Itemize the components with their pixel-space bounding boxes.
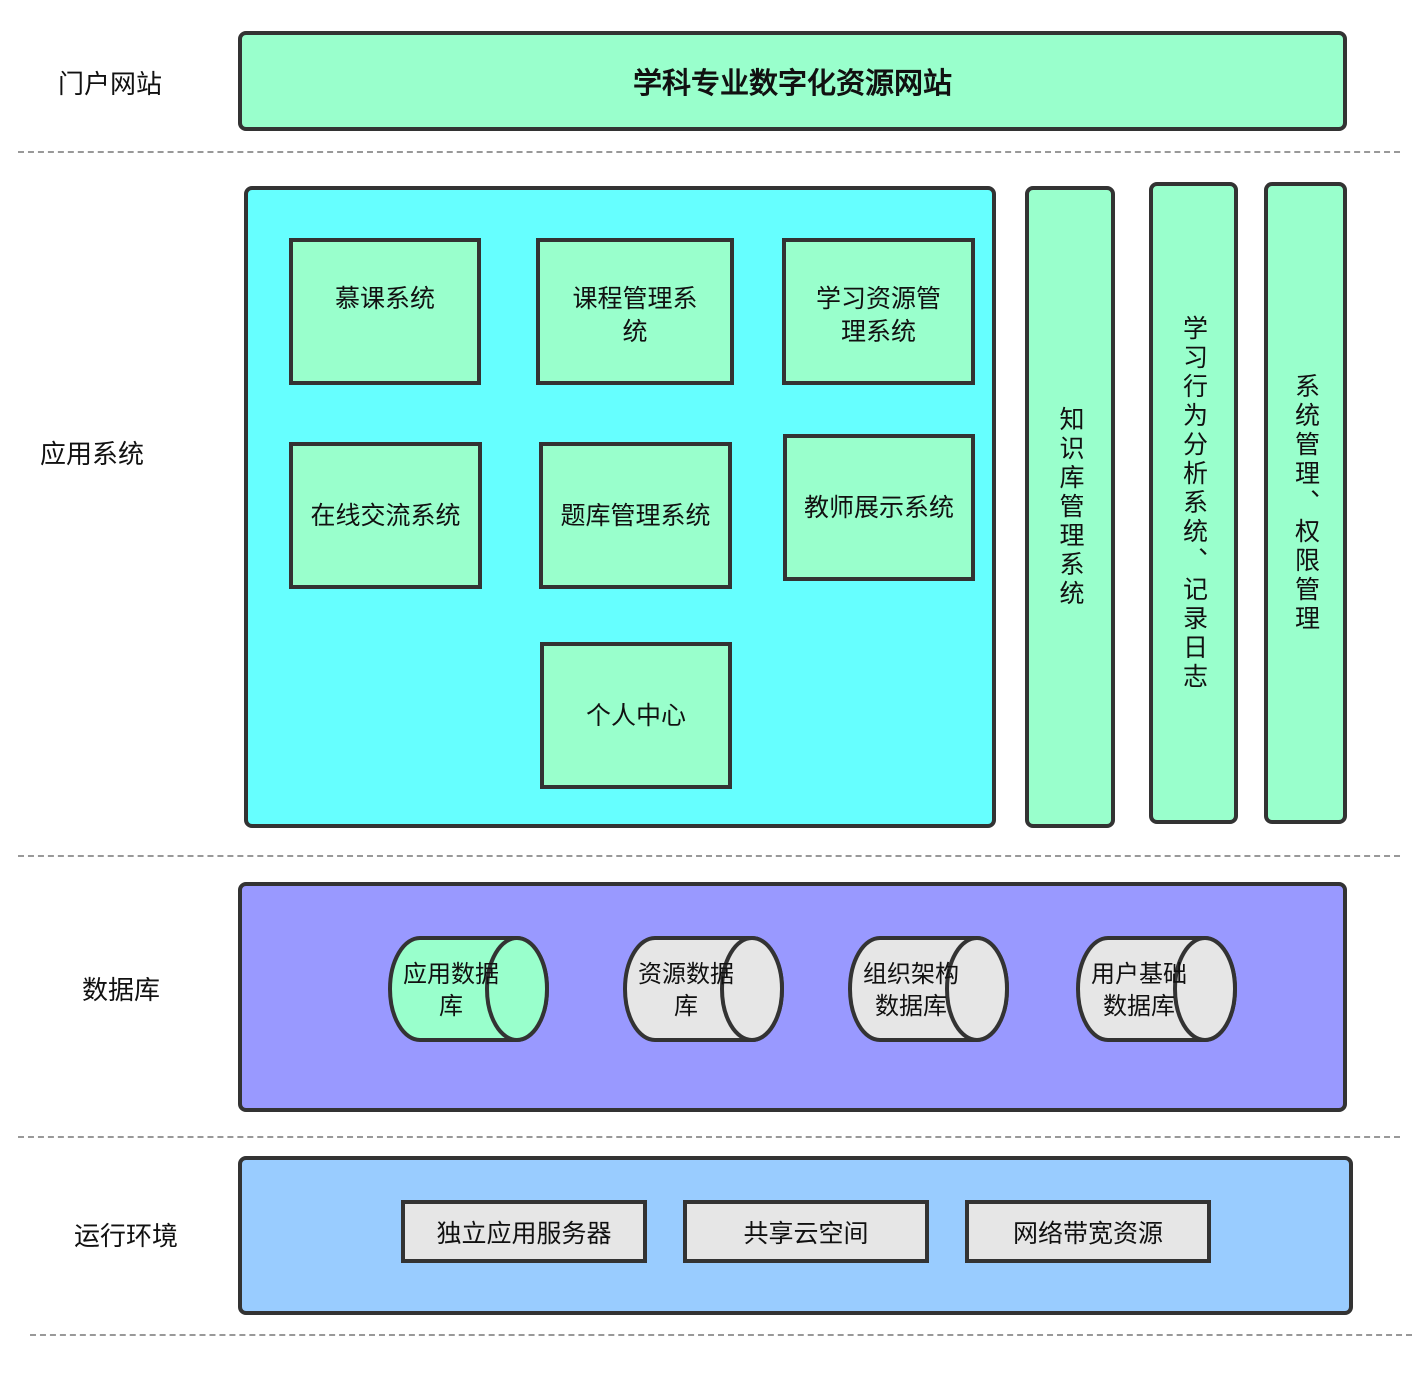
module-mooc: 慕课系统 bbox=[289, 238, 481, 385]
cylinder-cap bbox=[720, 936, 784, 1042]
runtime-item-label: 独立应用服务器 bbox=[436, 1218, 612, 1248]
divider-line bbox=[18, 855, 1400, 857]
module-question-bank: 题库管理系统 bbox=[539, 442, 732, 589]
module-label: 在线交流系统 bbox=[310, 501, 461, 530]
cylinder-cap bbox=[1173, 936, 1237, 1042]
divider-line bbox=[18, 151, 1400, 153]
module-label: 教师展示系统 bbox=[803, 493, 954, 522]
module-label: 慕课系统 bbox=[334, 284, 435, 313]
side-module-label: 学习行为分析系统、记录日志 bbox=[1179, 314, 1209, 692]
database-label: 用户基础数据库 bbox=[1091, 960, 1187, 1020]
cylinder-icon bbox=[1076, 936, 1237, 1042]
cylinder-cap bbox=[945, 936, 1009, 1042]
cylinder-icon bbox=[388, 936, 549, 1042]
database-cylinder: 用户基础数据库 bbox=[1074, 935, 1239, 1045]
runtime-item-label: 网络带宽资源 bbox=[1012, 1218, 1163, 1248]
database-label: 应用数据库 bbox=[403, 960, 499, 1020]
layer-label-database: 数据库 bbox=[82, 976, 161, 1006]
portal-panel: 学科专业数字化资源网站 bbox=[238, 31, 1347, 131]
module-label: 课程管理系统 bbox=[572, 284, 698, 346]
runtime-item-label: 共享云空间 bbox=[743, 1218, 869, 1248]
module-personal-center: 个人中心 bbox=[540, 642, 732, 789]
runtime-item: 独立应用服务器 bbox=[401, 1200, 647, 1263]
module-label: 题库管理系统 bbox=[560, 501, 711, 530]
cylinder-cap bbox=[485, 936, 549, 1042]
cylinder-icon bbox=[848, 936, 1009, 1042]
database-label: 资源数据库 bbox=[638, 960, 734, 1020]
module-course-management: 课程管理系统 bbox=[536, 238, 734, 385]
runtime-item: 网络带宽资源 bbox=[965, 1200, 1211, 1263]
side-module-behavior-analysis: 学习行为分析系统、记录日志 bbox=[1149, 182, 1238, 824]
side-module-label: 系统管理、权限管理 bbox=[1291, 372, 1321, 634]
layer-label-runtime: 运行环境 bbox=[74, 1222, 179, 1252]
module-label: 个人中心 bbox=[585, 701, 686, 730]
layer-label-application: 应用系统 bbox=[40, 440, 145, 470]
divider-line bbox=[30, 1334, 1412, 1336]
module-online-communication: 在线交流系统 bbox=[289, 442, 482, 589]
cylinder-icon bbox=[623, 936, 784, 1042]
runtime-item: 共享云空间 bbox=[683, 1200, 929, 1263]
database-cylinder: 资源数据库 bbox=[621, 935, 786, 1045]
module-learning-resource-management: 学习资源管理系统 bbox=[782, 238, 975, 385]
side-module-label: 知识库管理系统 bbox=[1056, 405, 1085, 609]
layer-label-portal: 门户网站 bbox=[58, 70, 163, 100]
divider-line bbox=[18, 1136, 1400, 1138]
portal-title: 学科专业数字化资源网站 bbox=[632, 66, 952, 100]
side-module-system-permission: 系统管理、权限管理 bbox=[1264, 182, 1347, 824]
database-cylinder: 组织架构数据库 bbox=[846, 935, 1011, 1045]
module-teacher-showcase: 教师展示系统 bbox=[783, 434, 975, 581]
database-cylinder: 应用数据库 bbox=[386, 935, 551, 1045]
module-label: 学习资源管理系统 bbox=[815, 284, 941, 346]
database-label: 组织架构数据库 bbox=[863, 960, 959, 1020]
side-module-knowledge-base: 知识库管理系统 bbox=[1025, 186, 1115, 828]
